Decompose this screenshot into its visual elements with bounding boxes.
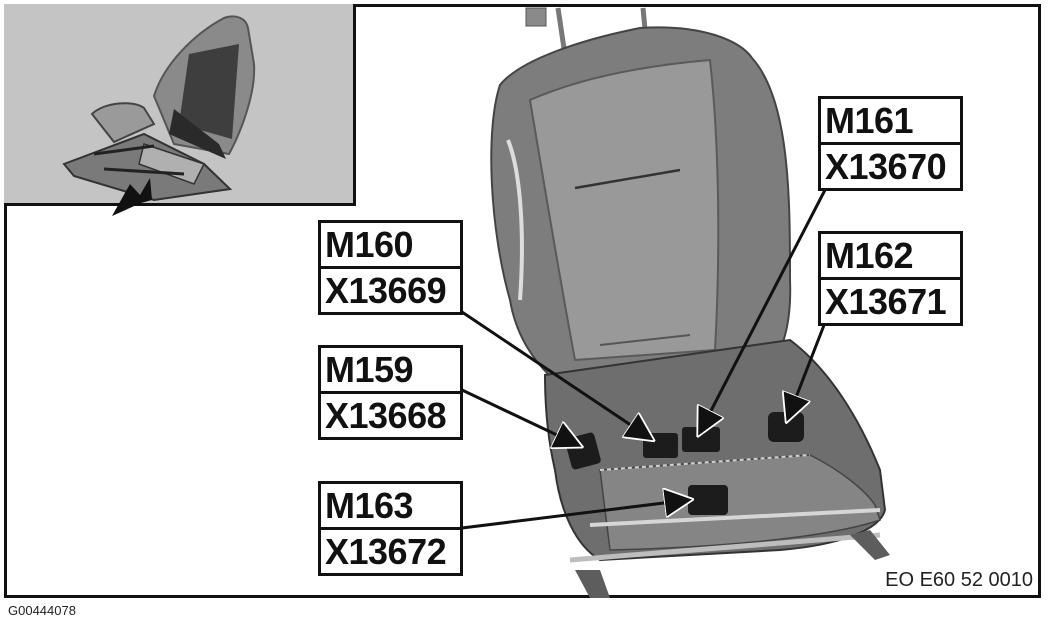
component-label: M159 bbox=[325, 349, 414, 390]
connector-label: X13672 bbox=[321, 527, 460, 573]
component-label: M160 bbox=[325, 224, 414, 265]
callout-m160: M160 X13669 bbox=[318, 220, 463, 315]
connector-label: X13668 bbox=[321, 391, 460, 437]
component-label: M162 bbox=[825, 235, 914, 276]
component-label: M163 bbox=[325, 485, 414, 526]
component-label: M161 bbox=[825, 100, 914, 141]
overview-seat-illustration bbox=[62, 15, 256, 202]
connector-label: X13670 bbox=[821, 142, 960, 188]
figure-code: EO E60 52 0010 bbox=[885, 569, 1033, 591]
connector-label: X13671 bbox=[821, 277, 960, 323]
overview-inset bbox=[4, 4, 356, 206]
callout-m161: M161 X13670 bbox=[818, 96, 963, 191]
callout-m159: M159 X13668 bbox=[318, 345, 463, 440]
callout-m163: M163 X13672 bbox=[318, 481, 463, 576]
image-id: G00444078 bbox=[8, 603, 76, 618]
callout-m162: M162 X13671 bbox=[818, 231, 963, 326]
connector-label: X13669 bbox=[321, 266, 460, 312]
